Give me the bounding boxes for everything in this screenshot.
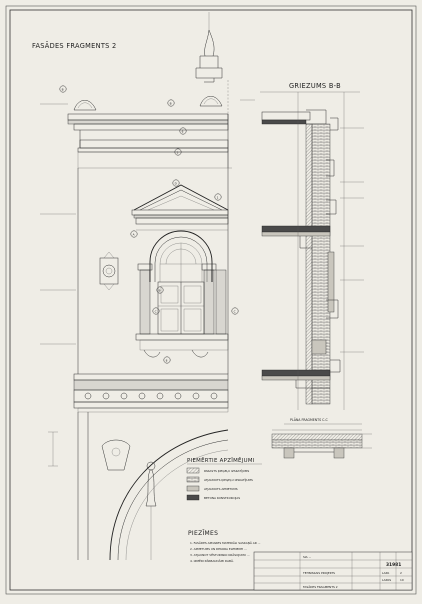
pilaster-right [203, 269, 215, 335]
notes: 1. FASĀDES APDARES MATERIĀLI SASKAŅĀ AR … [190, 540, 261, 563]
marker-label: C [155, 309, 157, 313]
figure-sculpture [145, 469, 157, 507]
note-line: 3. ATJAUNOT VĒSTURISKO KRĀSOJUMU ... [190, 552, 250, 557]
note-line: 2. APMETUMS UN DEKORA ELEMENTI ... [190, 547, 247, 551]
sheet-inner-border [9, 9, 413, 591]
window-arch [149, 230, 213, 282]
legend: PARASTS ĶIEĢEĻU IZSKATĪJUMS ATJAUNOTS ĶI… [186, 463, 262, 501]
marker-label: D [175, 181, 177, 185]
note-line: 4. IZMĒRI PĀRBAUDĀMI DABĀ. [190, 558, 234, 563]
keystone-ornament [101, 439, 131, 471]
title-block-sheets-value: 10 [400, 578, 404, 582]
marker-label: 9 [159, 288, 161, 292]
section-markers: B B D A 9 C C 6 5 8 1 [40, 85, 255, 467]
sheet-title: FASĀDES FRAGMENTS 2 [32, 41, 117, 50]
window-pediment [133, 184, 229, 211]
title-block: SIA ... TEHNISKAIS PROJEKTS FASĀDES FRAG… [253, 551, 413, 591]
marker-label: 6 [182, 129, 184, 133]
pilaster-left [139, 269, 151, 335]
legend-label: ATJAUNOTS ĶIEĢEĻU IZSKATĪJUMS [204, 477, 253, 482]
title-block-sheet-value: 2 [400, 571, 402, 575]
legend-label: ATJAUNOTS APMETUMS [204, 487, 238, 491]
legend-swatch [186, 494, 200, 501]
sheet-border [5, 5, 417, 595]
title-block-sheet-label: LAPA [382, 571, 389, 575]
marker-label: 1 [217, 195, 219, 199]
legend-label: BETONA KONSTRUKCIJAS [204, 496, 240, 500]
note-line: 1. FASĀDES APDARES MATERIĀLI SASKAŅĀ AR … [190, 540, 261, 545]
plan-c-c [271, 423, 372, 459]
marker-label: A [133, 232, 135, 236]
marker-label: 5 [177, 150, 179, 154]
finial-ornament [204, 29, 215, 57]
section-wall [311, 123, 331, 405]
crest-right [199, 96, 223, 107]
legend-swatch [186, 485, 200, 492]
section-b-b [260, 91, 364, 410]
facade-elevation [67, 12, 232, 561]
legend-label: PARASTS ĶIEĢEĻU IZSKATĪJUMS [204, 468, 249, 473]
title-block-org: SIA ... [303, 555, 311, 559]
wall-lantern [99, 251, 119, 291]
legend-swatch [186, 467, 200, 474]
title-block-sheets-label: LAPAS [382, 578, 391, 582]
marker-label: C [234, 309, 236, 313]
legend-swatch [186, 476, 200, 483]
legend-title: PIEMĒRTIE APZĪMĒJUMI [187, 457, 255, 464]
plan-title: PLĀNA FRAGMENTS C-C [290, 417, 328, 422]
marker-label: B [170, 101, 172, 105]
notes-title: PIEZĪMES [188, 530, 218, 537]
title-block-stage: TEHNISKAIS PROJEKTS [302, 571, 335, 575]
sheet-number: 31981 [386, 562, 401, 568]
marker-label: 8 [166, 358, 168, 362]
marker-label: B [62, 87, 64, 91]
section-title: GRIEZUMS B-B [289, 82, 341, 90]
crest-left [73, 100, 97, 111]
title-block-drawing: FASĀDES FRAGMENTS 2 [303, 584, 338, 589]
ground-arch [109, 429, 229, 561]
frieze-rosettes [84, 392, 218, 400]
